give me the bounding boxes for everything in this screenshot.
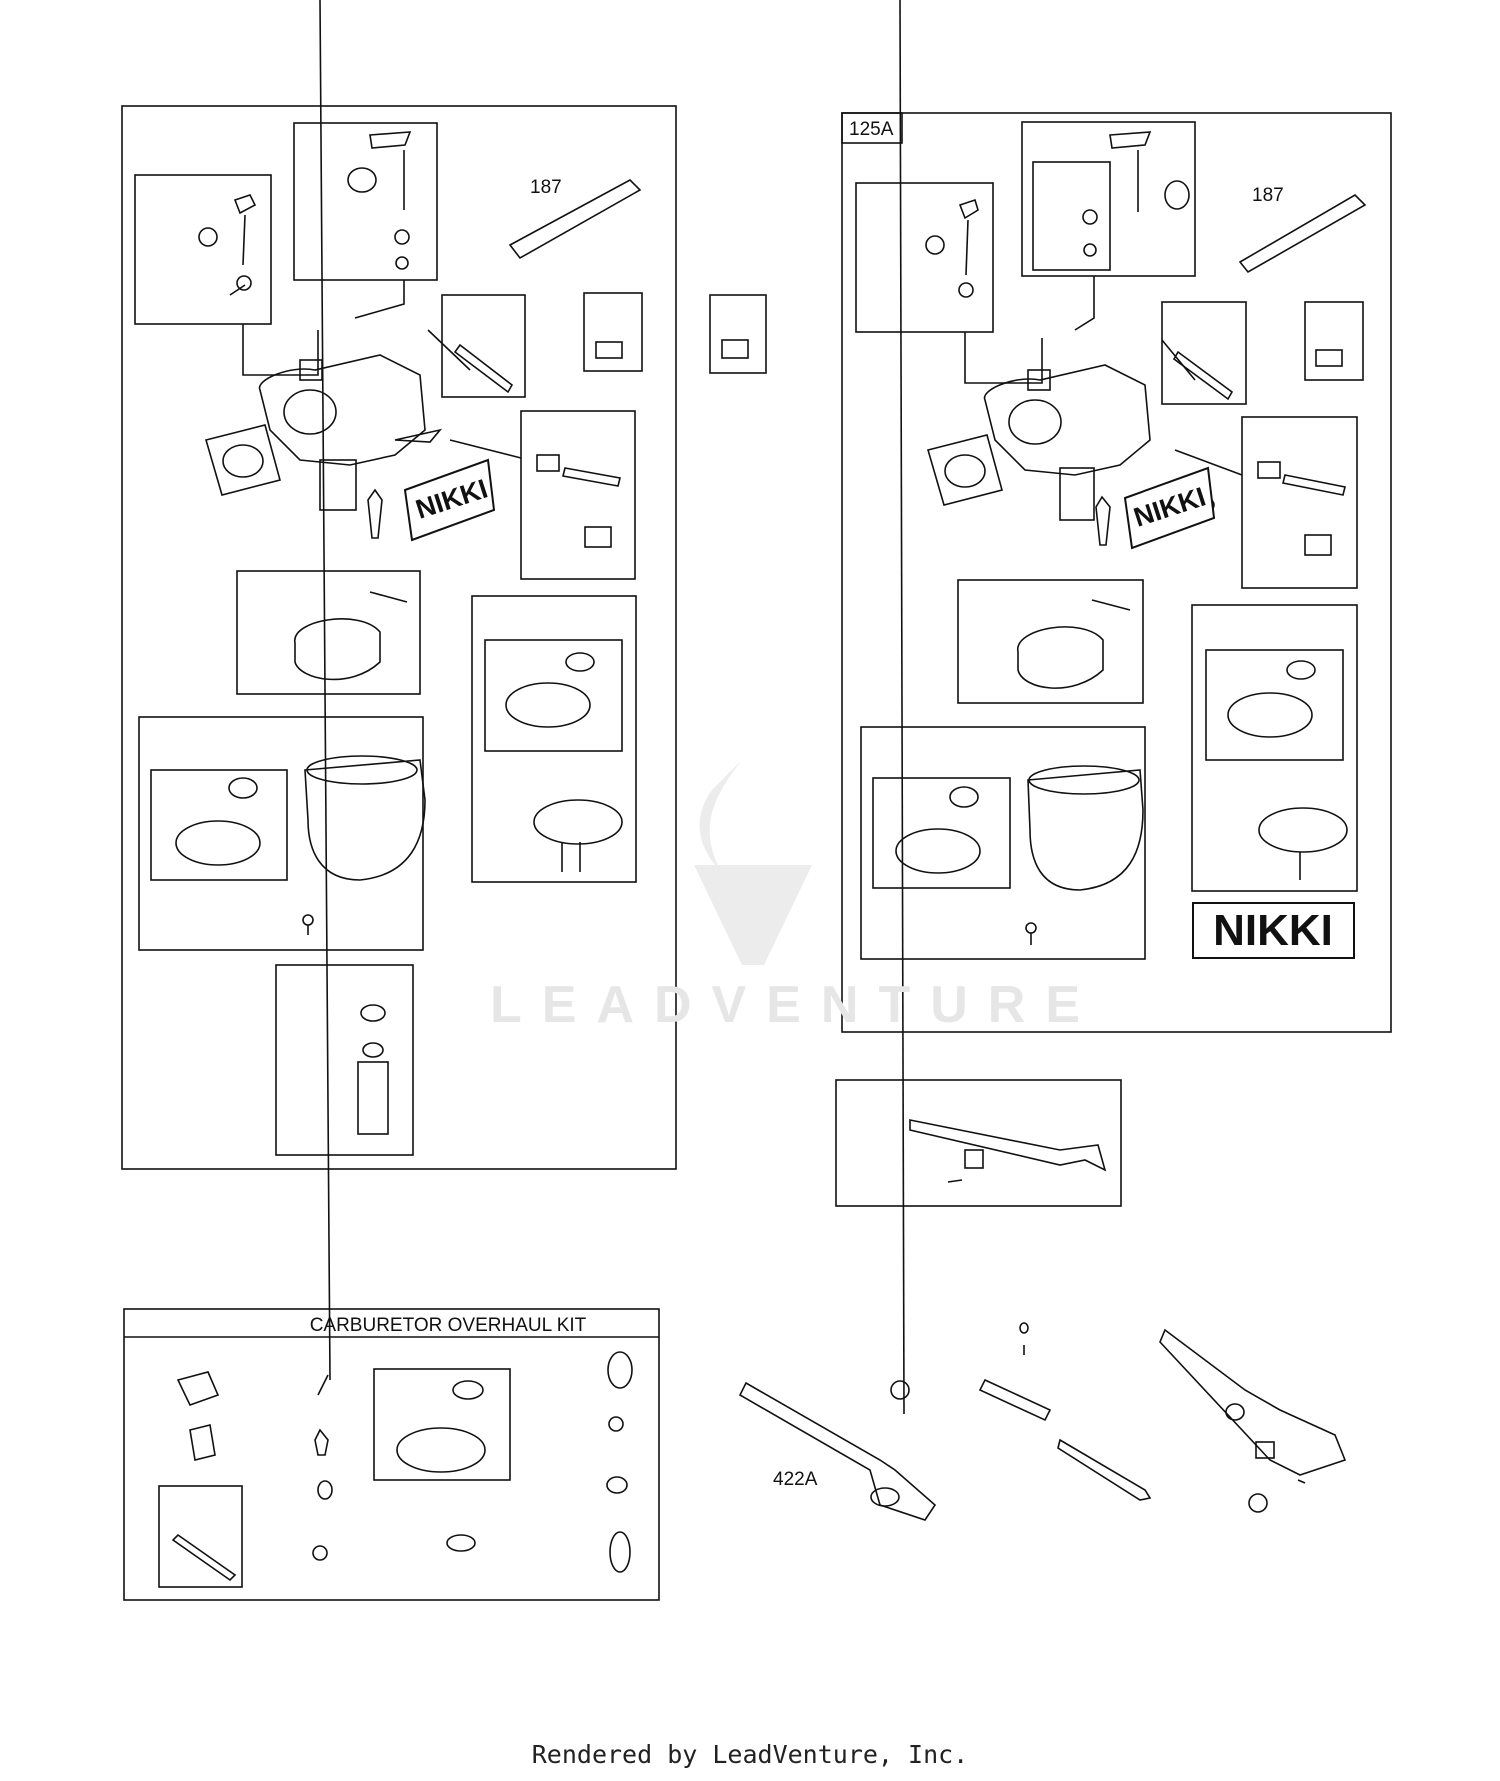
right-part-187-label: 187 <box>1252 185 1284 206</box>
nikki-tag-left: NIKKI <box>403 458 496 542</box>
watermark-text: LEADVENTURE <box>490 976 1101 1034</box>
kit-needle-box <box>158 1485 243 1588</box>
panel-tag-box <box>841 112 903 144</box>
left-diaphragm-box <box>471 595 637 883</box>
overhaul-kit-box <box>123 0 660 1601</box>
left-throttle-box <box>293 122 438 281</box>
left-idle-box <box>520 410 636 580</box>
kit-title: CARBURETOR OVERHAUL KIT <box>310 1315 587 1336</box>
left-diaphragm-inner <box>484 639 623 752</box>
left-choke-box <box>134 174 272 325</box>
kit-diaphragm-box <box>373 1368 511 1481</box>
left-solenoid-box <box>275 964 414 1156</box>
right-carburetor-panel <box>841 112 1392 1033</box>
watermark-logo <box>694 760 812 965</box>
left-needle-box <box>441 294 526 398</box>
left-bowl-inner <box>150 769 288 881</box>
linkage-box <box>835 1079 1122 1207</box>
bottom-linkage-parts <box>738 0 1347 1521</box>
left-bowl-box <box>138 716 424 951</box>
footer-credit: Rendered by LeadVenture, Inc. <box>531 1740 969 1769</box>
left-small-kit-box <box>583 292 643 372</box>
svg-text:NIKKI: NIKKI <box>1213 906 1333 955</box>
nikki-badge: NIKKI <box>1192 902 1355 959</box>
left-float-box <box>236 570 421 695</box>
left-part-187-label: 187 <box>530 177 562 198</box>
middle-small-kit <box>709 294 767 374</box>
nikki-tag-right: NIKKI <box>1123 466 1216 550</box>
panel-125a-label: 125A <box>849 119 894 140</box>
part-422a-label: 422A <box>773 1469 818 1490</box>
